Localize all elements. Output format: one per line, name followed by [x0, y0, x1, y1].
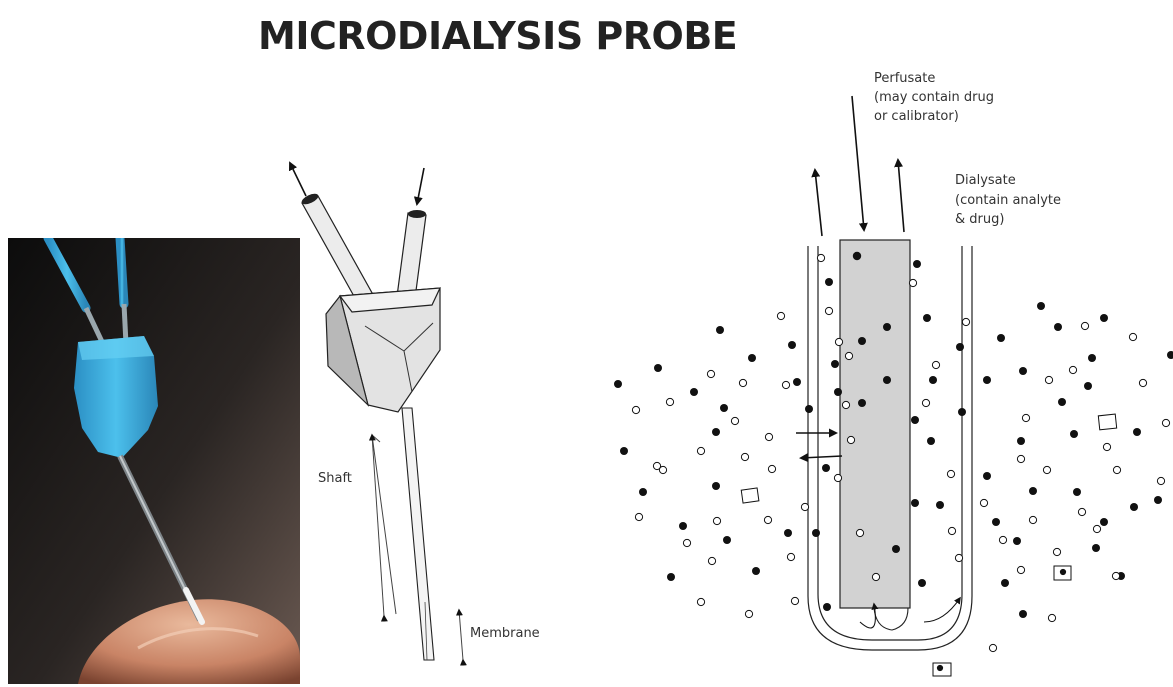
shaft-label: Shaft: [318, 471, 352, 486]
dialysate-arrow-left: [815, 170, 822, 236]
inflow-arrow: [417, 168, 424, 204]
inner-lumen: [840, 240, 910, 608]
probe-hub: [326, 288, 440, 412]
shaft-dimension: [372, 435, 396, 614]
membrane-dimension: [459, 610, 463, 660]
probe-shaft: [402, 408, 434, 660]
membrane-label: Membrane: [470, 626, 540, 641]
probe-in-tissue: [808, 240, 972, 650]
perfusate-note-1: (may contain drug: [874, 90, 994, 105]
perfusate-note-2: or calibrator): [874, 109, 959, 124]
dialysate-label: Dialysate: [955, 173, 1016, 188]
large-particles: [741, 414, 1116, 676]
perfusate-label: Perfusate: [874, 71, 935, 86]
dialysate-note-1: (contain analyte: [955, 193, 1061, 208]
perfusate-arrow: [852, 96, 864, 230]
dialysate-arrow-right: [898, 160, 904, 232]
diffusion-out-arrow: [801, 456, 842, 458]
outflow-arrow: [290, 163, 306, 196]
outlet-tube: [300, 192, 376, 307]
dialysate-note-2: & drug): [955, 212, 1004, 227]
